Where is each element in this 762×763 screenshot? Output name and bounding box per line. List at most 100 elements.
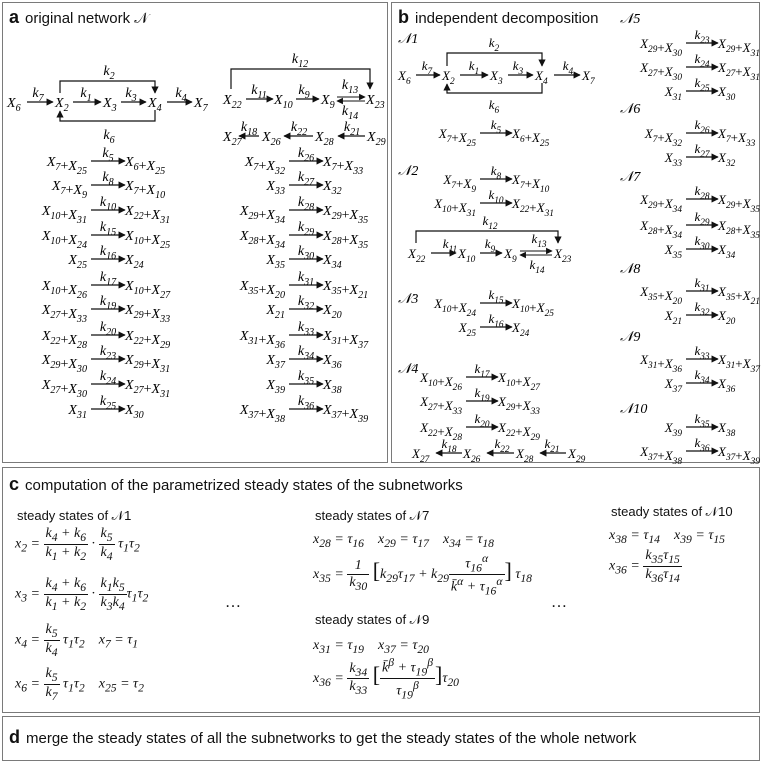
- eq-x31-x37: x31 = τ19 x37 = τ20: [313, 638, 429, 656]
- product-k24: X27+X31: [717, 60, 760, 83]
- product-k34: X36: [717, 376, 736, 395]
- reactant-k17: X10+X26: [419, 370, 462, 393]
- product-k10: X22+X31: [511, 196, 554, 219]
- rate-k33: k33: [694, 343, 709, 362]
- b-node-x4: X4: [534, 68, 548, 87]
- rate-k26: k26: [694, 117, 709, 136]
- product-k23: X29+X31: [717, 36, 760, 59]
- b-node-x9: X9: [503, 246, 517, 265]
- rate-k10: k10: [100, 195, 116, 213]
- b-rate-k13: k13: [531, 231, 546, 250]
- reactant-k29: X28+X34: [639, 218, 682, 241]
- product-k36: X37+X39: [717, 444, 760, 464]
- subnet-label-n10: 𝒩10: [620, 402, 647, 417]
- product-k26: X7+X33: [717, 126, 756, 149]
- b-rate-k3: k3: [513, 58, 524, 77]
- b-node-x22: X22: [407, 246, 426, 265]
- rate-k19: k19: [100, 294, 116, 312]
- product-k16: X24: [124, 253, 144, 271]
- reactant-k36: X37+X38: [239, 403, 285, 425]
- rate-k27: k27: [298, 170, 315, 188]
- rate-k5: k5: [491, 117, 502, 136]
- reactant-k8: X7+X9: [51, 179, 87, 201]
- rate-k28: k28: [298, 195, 314, 213]
- loop-k2: [59, 80, 159, 94]
- product-k5: X6+X25: [511, 126, 550, 149]
- reactant-k34: X37: [664, 376, 683, 395]
- reactant-k20: X22+X28: [41, 329, 87, 351]
- reactant-k19: X27+X33: [41, 303, 87, 325]
- product-k20: X22+X29: [497, 420, 540, 443]
- b-node-x28: X28: [515, 446, 534, 464]
- rate-k8: k8: [102, 170, 113, 188]
- product-k36: X37+X39: [322, 403, 368, 425]
- product-k30: X34: [322, 253, 342, 271]
- product-k33: X31+X37: [717, 352, 760, 375]
- product-k29: X28+X35: [717, 218, 760, 241]
- rate-k21: k21: [344, 120, 360, 138]
- product-k31: X35+X21: [322, 279, 368, 301]
- product-k8: X7+X10: [124, 179, 165, 201]
- rate-k13: k13: [342, 78, 358, 96]
- loop-k12: [230, 68, 374, 90]
- reactant-k29: X28+X34: [239, 229, 285, 251]
- b-loop-k6: [443, 83, 543, 94]
- node-x29: X29: [366, 130, 386, 148]
- b-node-x29: X29: [567, 446, 586, 464]
- subnet-label-n4: 𝒩4: [398, 362, 418, 377]
- b-rate-k11: k11: [443, 236, 457, 255]
- b-node-x6: X6: [397, 68, 411, 87]
- product-k19: X29+X33: [124, 303, 170, 325]
- ellipsis-1: …: [225, 594, 241, 611]
- product-k34: X36: [322, 353, 342, 371]
- rate-k30: k30: [694, 233, 709, 252]
- reactant-k10: X10+X31: [41, 204, 87, 226]
- rate-k19: k19: [474, 385, 489, 404]
- rate-k1: k1: [80, 86, 91, 104]
- rate-k24: k24: [694, 51, 709, 70]
- reactant-k16: X25: [458, 320, 477, 339]
- rate-k29: k29: [694, 209, 709, 228]
- node-x22: X22: [222, 93, 242, 111]
- product-k30: X34: [717, 242, 736, 261]
- reactant-k19: X27+X33: [419, 394, 462, 417]
- subnet-label-n6: 𝒩6: [620, 102, 640, 117]
- product-k33: X31+X37: [322, 329, 369, 351]
- rate-k35: k35: [694, 411, 709, 430]
- rate-k9: k9: [298, 83, 309, 101]
- b-rate-k14: k14: [529, 257, 544, 276]
- reactant-k35: X39: [265, 378, 285, 396]
- product-k8: X7+X10: [511, 172, 550, 195]
- product-k28: X29+X35: [322, 204, 368, 226]
- rate-k36: k36: [298, 394, 314, 412]
- rate-k2: k2: [103, 64, 114, 82]
- b-node-x2: X2: [441, 68, 455, 87]
- rate-k15: k15: [100, 220, 116, 238]
- reactant-k10: X10+X31: [433, 196, 476, 219]
- reactant-k23: X29+X30: [639, 36, 682, 59]
- product-k16: X24: [511, 320, 530, 339]
- rate-k11: k11: [251, 83, 267, 101]
- product-k35: X38: [717, 420, 736, 439]
- rate-k6: k6: [103, 128, 114, 146]
- loop-k6: [56, 110, 156, 122]
- subnet-label-n5: 𝒩5: [620, 12, 640, 27]
- reactant-k30: X35: [265, 253, 285, 271]
- steady-title-n10: steady states of 𝒩10: [611, 504, 733, 519]
- reactant-k17: X10+X26: [41, 279, 87, 301]
- rate-k8: k8: [491, 163, 502, 182]
- steady-title-n1: steady states of 𝒩1: [17, 508, 132, 523]
- rate-k16: k16: [488, 311, 503, 330]
- reactant-k23: X29+X30: [41, 353, 87, 375]
- b-node-x27: X27: [411, 446, 430, 464]
- b-rate-k2: k2: [489, 35, 500, 54]
- b-node-x10: X10: [457, 246, 476, 265]
- rate-k32: k32: [694, 299, 709, 318]
- rate-k14: k14: [342, 104, 358, 122]
- product-k19: X29+X33: [497, 394, 540, 417]
- rate-k12: k12: [292, 52, 308, 70]
